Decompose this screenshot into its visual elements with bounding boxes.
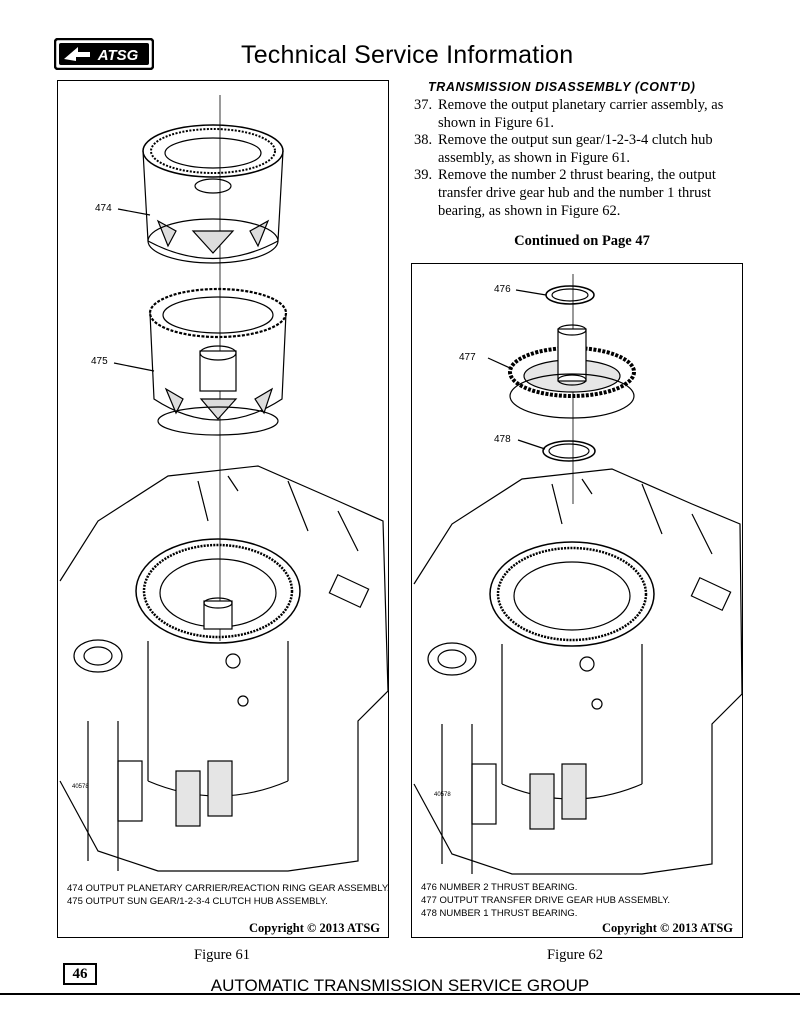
page-title: Technical Service Information xyxy=(241,41,574,69)
step-item: 37. Remove the output planetary carrier … xyxy=(414,97,754,132)
step-number: 39. xyxy=(414,167,433,184)
figure-61-legend: 474 OUTPUT PLANETARY CARRIER/REACTION RI… xyxy=(67,882,390,908)
step-item: 39. Remove the number 2 thrust bearing, … xyxy=(414,167,754,220)
thrust-bearing-1-illustration xyxy=(542,440,596,462)
transmission-case-illustration xyxy=(59,465,389,872)
thrust-bearing-2-illustration xyxy=(545,285,595,305)
legend-item: 475 OUTPUT SUN GEAR/1-2-3-4 CLUTCH HUB A… xyxy=(67,896,328,907)
transmission-case-illustration xyxy=(413,468,743,875)
step-number: 38. xyxy=(414,132,433,149)
page-number: 46 xyxy=(63,963,97,985)
step-text: Remove the output planetary carrier asse… xyxy=(438,97,724,131)
planetary-carrier-illustration xyxy=(142,124,284,264)
figure-61-caption: Figure 61 xyxy=(194,947,250,963)
step-text: Remove the output sun gear/1-2-3-4 clutc… xyxy=(438,132,713,166)
figure-61: 474 475 40578 474 OUTPUT PLANETARY CARRI… xyxy=(57,80,390,938)
logo-text: ATSG xyxy=(97,47,139,64)
callout-474: 474 xyxy=(95,203,112,214)
copyright: Copyright © 2013 ATSG xyxy=(602,921,733,935)
legend-item: 474 OUTPUT PLANETARY CARRIER/REACTION RI… xyxy=(67,883,390,894)
atsg-logo: ATSG xyxy=(53,37,155,71)
sun-gear-hub-illustration xyxy=(148,287,288,436)
step-item: 38. Remove the output sun gear/1-2-3-4 c… xyxy=(414,132,754,167)
legend-item: 478 NUMBER 1 THRUST BEARING. xyxy=(421,908,578,919)
callout-476: 476 xyxy=(494,284,511,295)
figure-62-caption: Figure 62 xyxy=(547,947,603,963)
legend-item: 476 NUMBER 2 THRUST BEARING. xyxy=(421,882,578,893)
callout-475: 475 xyxy=(91,356,108,367)
step-number: 37. xyxy=(414,97,433,113)
figure-62-illustration xyxy=(413,274,743,875)
step-text: Remove the number 2 thrust bearing, the … xyxy=(438,167,716,219)
callout-477: 477 xyxy=(459,352,476,363)
step-list: 37. Remove the output planetary carrier … xyxy=(414,97,754,220)
legend-item: 477 OUTPUT TRANSFER DRIVE GEAR HUB ASSEM… xyxy=(421,895,671,906)
transfer-gear-hub-illustration xyxy=(508,324,636,419)
continued-note: Continued on Page 47 xyxy=(514,233,650,249)
footer-divider xyxy=(0,993,800,995)
footer-title: AUTOMATIC TRANSMISSION SERVICE GROUP xyxy=(210,976,590,995)
callout-478: 478 xyxy=(494,434,511,445)
section-heading: TRANSMISSION DISASSEMBLY (CONT'D) xyxy=(428,80,696,94)
figure-61-illustration xyxy=(59,95,389,872)
figure-62: 476 477 478 40578 476 NUMBER 2 THRUST BE… xyxy=(411,263,743,938)
case-number: 40578 xyxy=(434,792,451,798)
figure-62-legend: 476 NUMBER 2 THRUST BEARING. 477 OUTPUT … xyxy=(421,881,670,920)
copyright: Copyright © 2013 ATSG xyxy=(249,921,380,935)
case-number: 40578 xyxy=(72,784,89,790)
